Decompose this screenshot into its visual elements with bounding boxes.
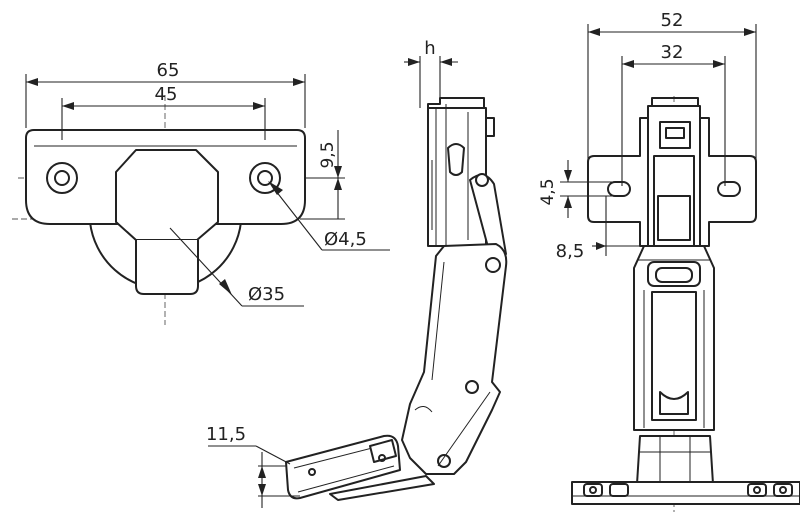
dim-base-offset: 11,5	[206, 424, 246, 445]
dim-plate-width: 65	[157, 60, 180, 81]
dim-slot-spacing: 32	[661, 42, 684, 63]
dim-hole-diameter: Ø4,5	[324, 229, 367, 250]
back-view: 52 32 4,5 8,5	[538, 10, 800, 512]
dim-gap-h: h	[424, 38, 435, 59]
side-view: h 11,5	[206, 38, 508, 508]
dim-arm-width: 52	[661, 10, 684, 31]
dim-plate-offset: 9,5	[318, 141, 338, 168]
dim-hole-spacing: 45	[155, 84, 178, 105]
top-view: 65 45 9,5 Ø4,5 Ø35	[12, 60, 390, 325]
boss	[115, 149, 219, 241]
stem	[135, 240, 199, 295]
dim-cup-diameter: Ø35	[248, 284, 285, 305]
dim-slot-height: 4,5	[538, 178, 558, 205]
dim-slot-offset: 8,5	[556, 241, 585, 262]
